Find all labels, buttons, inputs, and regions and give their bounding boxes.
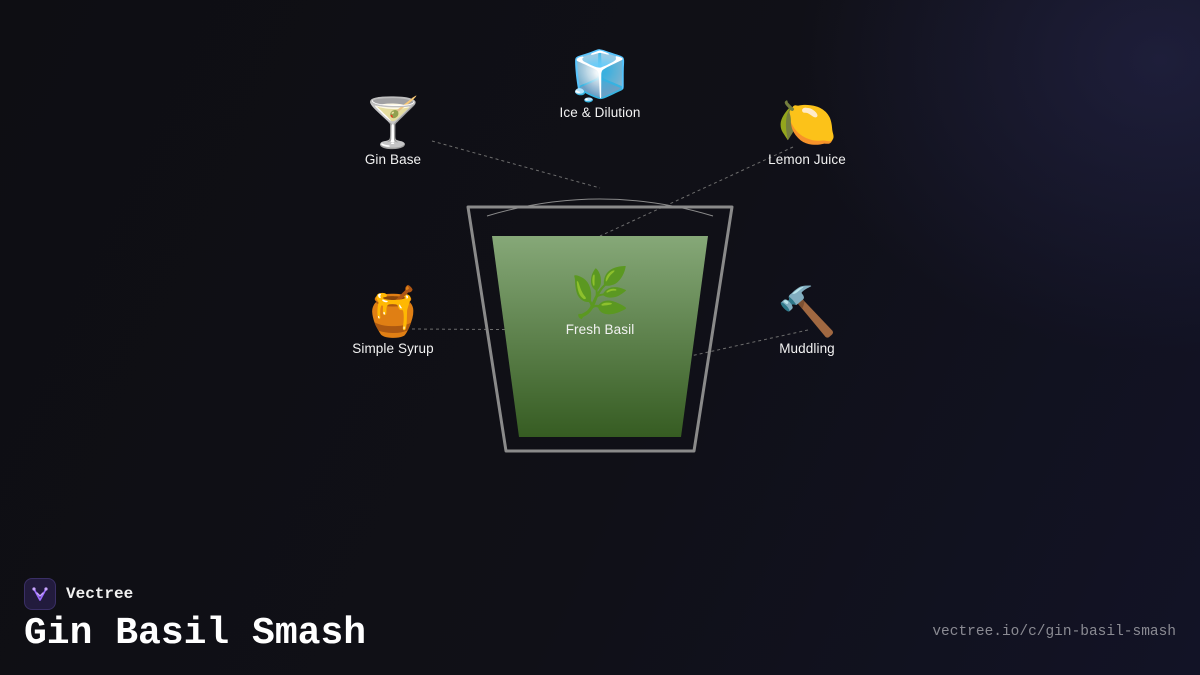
node-label: Fresh Basil [565,322,635,337]
cocktail-glass-icon: 🍸 [363,95,423,151]
brand-name: Vectree [66,585,134,603]
node-ice-dilution: 🧊 Ice & Dilution [530,49,670,120]
page-url[interactable]: vectree.io/c/gin-basil-smash [932,624,1176,640]
node-simple-syrup: 🍯 Simple Syrup [323,285,463,356]
honey-pot-icon: 🍯 [363,284,423,340]
glass-liquid [492,236,708,437]
page-title: Gin Basil Smash [24,612,367,655]
connector-gin [431,140,601,189]
node-label: Simple Syrup [352,341,434,356]
node-fresh-basil: 🌿 Fresh Basil [530,266,670,337]
hammer-icon: 🔨 [777,284,837,340]
node-lemon-juice: 🍋 Lemon Juice [737,96,877,167]
node-gin-base: 🍸 Gin Base [323,96,463,167]
rocks-glass [466,198,734,453]
node-label: Ice & Dilution [559,105,641,120]
glass-rim-arc [486,198,714,217]
lemon-icon: 🍋 [777,95,837,151]
node-label: Gin Base [364,152,422,167]
node-label: Muddling [779,341,835,356]
ice-cube-icon: 🧊 [570,48,630,104]
brand[interactable]: Vectree [24,577,133,611]
glass-outline [466,205,734,453]
node-label: Lemon Juice [768,152,846,167]
basil-leaf-icon: 🌿 [570,265,630,321]
vectree-logo-icon [24,578,56,610]
node-muddling: 🔨 Muddling [737,285,877,356]
